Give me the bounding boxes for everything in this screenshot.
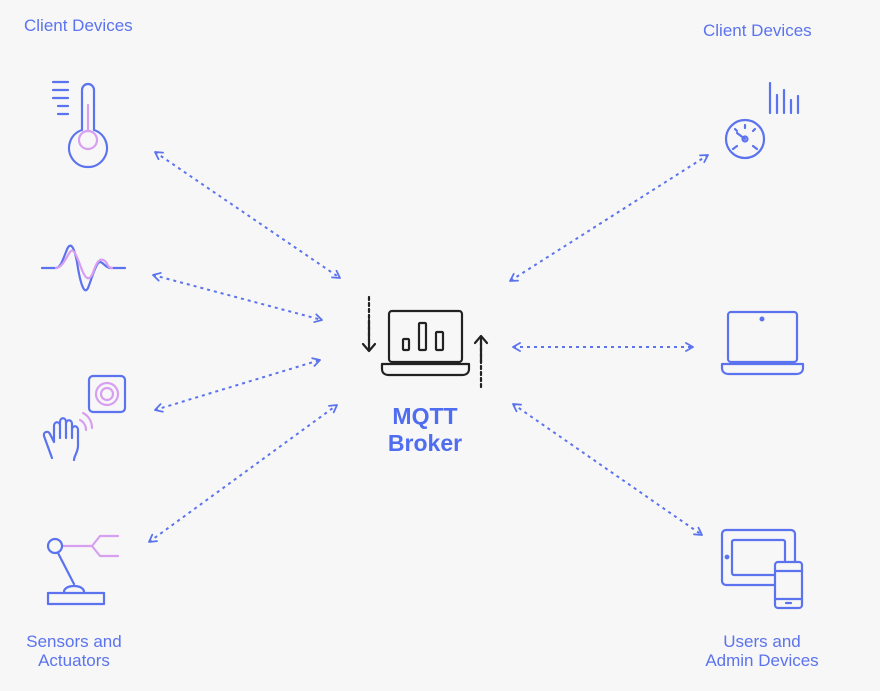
sensors-actuators-label-line2: Actuators xyxy=(38,651,110,670)
laptop-icon xyxy=(720,310,805,376)
waveform-icon xyxy=(40,244,127,292)
connector-gauge xyxy=(509,154,709,282)
thermometer-icon xyxy=(51,80,109,169)
right-group-title: Client Devices xyxy=(703,21,812,40)
hand-sensor-icon xyxy=(42,374,127,462)
users-admin-label: Users and Admin Devices xyxy=(692,632,832,670)
broker-label: MQTT Broker xyxy=(360,403,490,457)
left-group-title: Client Devices xyxy=(24,16,133,35)
broker-laptop-icon xyxy=(361,295,489,390)
tablet-phone-icon xyxy=(720,528,804,610)
sensors-actuators-label-line1: Sensors and xyxy=(26,632,122,651)
connector-hand-sensor xyxy=(154,357,321,413)
users-admin-label-line1: Users and xyxy=(723,632,801,651)
sensors-actuators-label: Sensors and Actuators xyxy=(14,632,134,670)
broker-label-line1: MQTT xyxy=(392,403,458,429)
broker-label-line2: Broker xyxy=(387,430,463,456)
users-admin-label-line2: Admin Devices xyxy=(705,651,819,670)
connector-waveform xyxy=(152,272,323,323)
connector-tablet-phone xyxy=(512,403,703,536)
robot-arm-icon xyxy=(46,534,120,606)
connector-thermometer xyxy=(154,151,341,279)
gauge-icon xyxy=(724,81,800,160)
connector-robot-arm xyxy=(148,404,338,543)
